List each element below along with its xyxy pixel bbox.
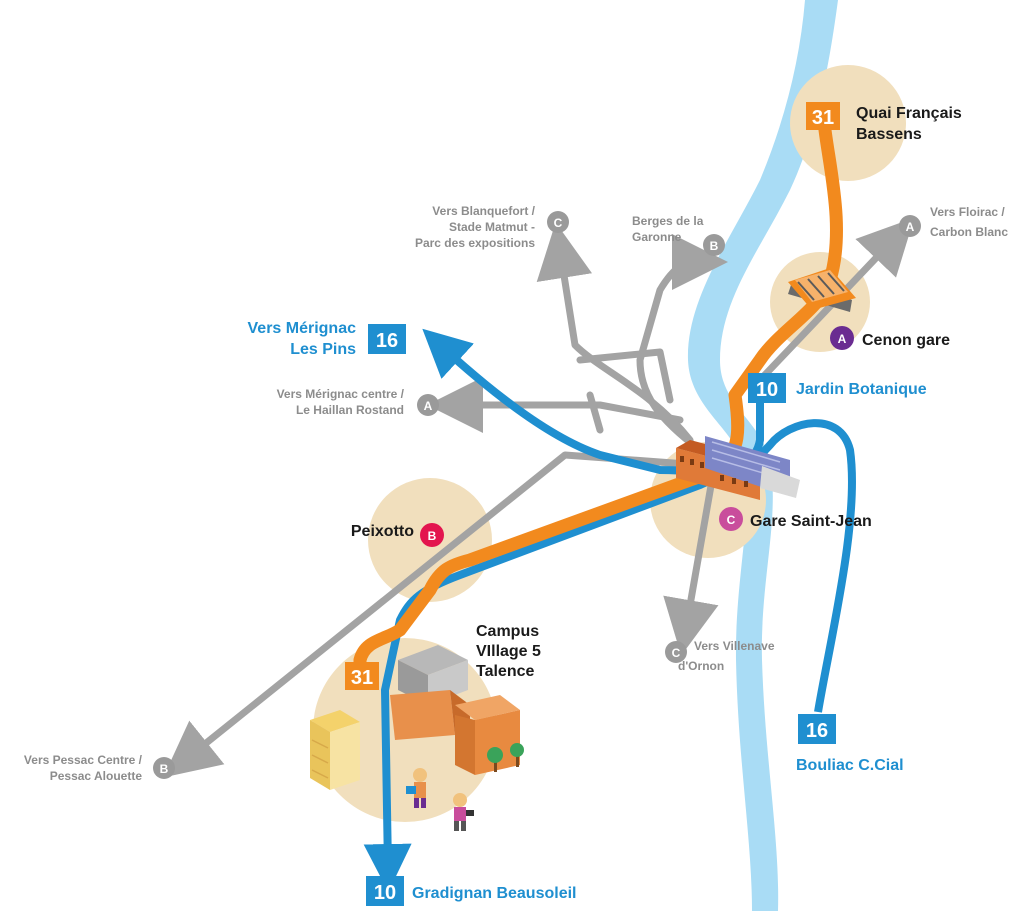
dest-berges-line2: Garonne [632,230,682,244]
dest-floirac-line1: Vers Floirac / [930,205,1005,219]
badge-16-bouliac: 16 [798,714,836,744]
stop-gradignan: Gradignan Beausoleil [412,885,576,902]
station-building-icon [676,436,800,500]
stop-vers-merignac-line2: Les Pins [290,341,356,358]
tram-a-merignac: A [417,394,439,416]
dest-floirac-line2: Carbon Blanc [930,225,1008,239]
tram-line-grid-a [576,348,674,404]
svg-text:A: A [906,220,915,234]
svg-text:31: 31 [351,667,373,689]
stop-bouliac: Bouliac C.Cial [796,757,904,774]
svg-text:B: B [160,762,169,776]
tram-c-villenave: C [665,641,687,663]
dest-merignac-centre-line1: Vers Mérignac centre / [277,387,405,401]
dest-blanquefort-line1: Vers Blanquefort / [432,204,535,218]
dest-blanquefort-line3: Parc des expositions [415,236,535,250]
badge-10-jardin: 10 [748,373,786,403]
tram-line-grid-b [586,391,604,434]
badge-31-quai: 31 [806,102,840,130]
dest-pessac-line2: Pessac Alouette [50,769,143,783]
tree-icon [487,743,524,772]
student-figure-icon [406,768,474,831]
svg-text:10: 10 [374,882,396,904]
dest-merignac-centre-line2: Le Haillan Rostand [296,403,404,417]
badge-31-campus: 31 [345,662,379,690]
dest-villenave-line1: Vers Villenave [694,639,775,653]
campus-buildings-icon [310,645,520,790]
stop-quai-francais-line2: Bassens [856,126,922,143]
tram-line-b-pessac [163,451,704,778]
stop-cenon-gare: Cenon gare [862,332,950,349]
svg-text:B: B [428,529,437,543]
bus-line-31 [353,123,843,687]
stop-vers-merignac-line1: Vers Mérignac [248,320,357,337]
tram-c-blanquefort: C [547,211,569,233]
svg-text:B: B [710,239,719,253]
tram-line-b-berges [636,234,728,454]
dest-pessac-line1: Vers Pessac Centre / [24,753,143,767]
svg-text:31: 31 [812,107,834,129]
stop-campus-line2: VIllage 5 [476,643,541,660]
svg-text:16: 16 [806,720,828,742]
tram-line-a-merignac [427,377,684,433]
bus-line-16 [422,328,856,713]
dest-berges-line1: Berges de la [632,214,704,228]
zone-quai-francais [790,65,906,181]
svg-text:A: A [838,332,847,346]
svg-text:C: C [727,513,736,527]
badge-10-gradignan: 10 [366,876,404,906]
badge-16-merignac: 16 [368,324,406,354]
svg-text:16: 16 [376,330,398,352]
dest-villenave-line2: d'Ornon [678,659,724,673]
tram-line-c-villenave [663,476,719,656]
svg-text:C: C [672,646,681,660]
tram-b-peixotto: B [420,523,444,547]
tram-a-floirac: A [899,215,921,237]
tram-b-pessac: B [153,757,175,779]
svg-text:A: A [424,399,433,413]
svg-text:C: C [554,216,563,230]
tram-b-berges: B [703,234,725,256]
dest-blanquefort-line2: Stade Matmut - [449,220,535,234]
stop-peixotto: Peixotto [351,523,414,540]
tram-line-a-floirac [756,217,915,384]
stop-jardin-botanique: Jardin Botanique [796,381,927,398]
tram-line-c-blanquefort [536,222,694,444]
stop-campus-line3: Talence [476,663,535,680]
tram-a-cenon: A [830,326,854,350]
svg-text:10: 10 [756,379,778,401]
stop-quai-francais-line1: Quai Français [856,105,962,122]
stop-campus-line1: Campus [476,623,539,640]
tram-c-gare: C [719,507,743,531]
stop-gare-saint-jean: Gare Saint-Jean [750,513,872,530]
cenon-station-icon [788,268,856,312]
